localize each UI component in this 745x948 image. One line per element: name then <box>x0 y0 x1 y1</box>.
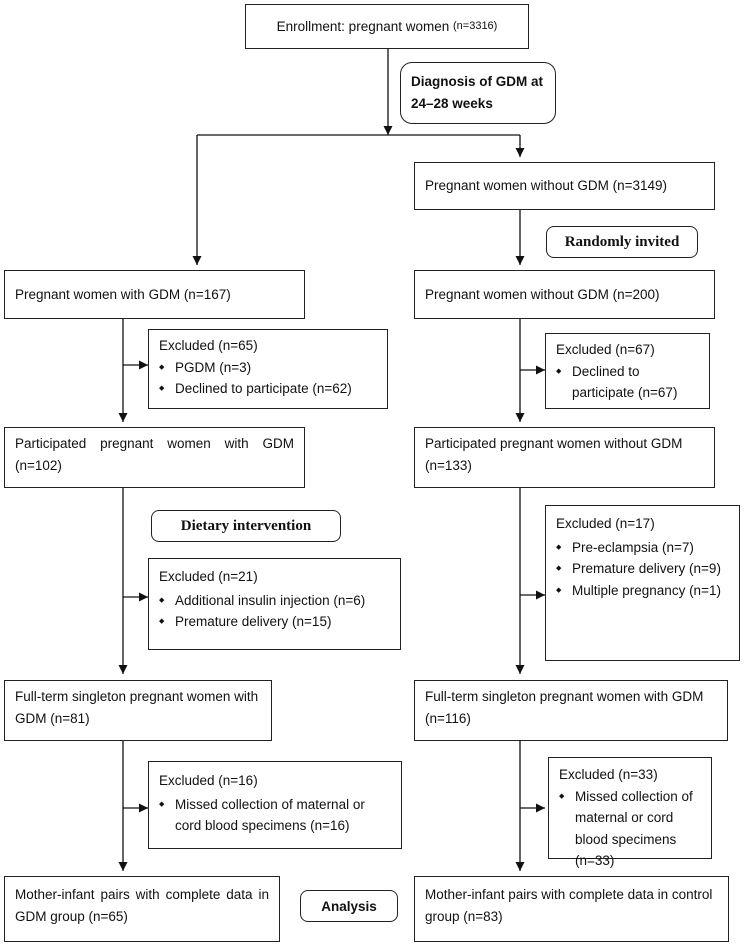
excluded-ctrl-1-title: Excluded (n=67) <box>556 342 655 357</box>
full-term-gdm-box: Full-term singleton pregnant women with … <box>4 680 272 741</box>
analysis-tag: Analysis <box>300 890 398 922</box>
excluded-gdm-1-box: Excluded (n=65) PGDM (n=3) Declined to p… <box>148 329 388 409</box>
excluded-gdm-3-title: Excluded (n=16) <box>159 773 258 788</box>
enrollment-n: (n=3316) <box>453 19 498 32</box>
randomly-invited-tag: Randomly invited <box>546 226 698 258</box>
excluded-gdm-2-title: Excluded (n=21) <box>159 569 258 584</box>
excluded-ctrl-3-item: Missed collection of maternal or cord bl… <box>559 786 701 872</box>
full-term-ctrl-label: Full-term singleton pregnant women with … <box>425 689 704 726</box>
pairs-ctrl-box: Mother-infant pairs with complete data i… <box>414 876 729 942</box>
participated-ctrl-box: Participated pregnant women without GDM … <box>414 427 715 488</box>
no-gdm-invited-label: Pregnant women without GDM (n=200) <box>425 286 660 302</box>
excluded-gdm-3-box: Excluded (n=16) Missed collection of mat… <box>148 761 402 849</box>
excluded-ctrl-2-box: Excluded (n=17) Pre-eclampsia (n=7) Prem… <box>545 505 740 661</box>
participated-ctrl-label: Participated pregnant women without GDM … <box>425 436 683 473</box>
diagnosis-tag: Diagnosis of GDM at 24–28 weeks <box>400 62 556 124</box>
pairs-gdm-label: Mother-infant pairs with complete data i… <box>15 887 269 924</box>
pairs-ctrl-label: Mother-infant pairs with complete data i… <box>425 887 713 924</box>
participated-gdm-label: Participated pregnant women with GDM (n=… <box>15 436 294 473</box>
no-gdm-all-label: Pregnant women without GDM (n=3149) <box>425 178 667 194</box>
no-gdm-invited-box: Pregnant women without GDM (n=200) <box>414 270 715 319</box>
excluded-gdm-3-item: Missed collection of maternal or cord bl… <box>159 794 391 837</box>
randomly-invited-label: Randomly invited <box>564 233 680 250</box>
dietary-intervention-label: Dietary intervention <box>180 517 312 534</box>
participated-gdm-box: Participated pregnant women with GDM (n=… <box>4 427 305 488</box>
gdm-box: Pregnant women with GDM (n=167) <box>4 270 305 319</box>
excluded-ctrl-2-item: Premature delivery (n=9) <box>556 558 729 580</box>
excluded-gdm-1-item: PGDM (n=3) <box>159 357 377 379</box>
excluded-ctrl-3-title: Excluded (n=33) <box>559 767 658 782</box>
enrollment-label: Enrollment: pregnant women <box>276 18 453 34</box>
diagnosis-label: Diagnosis of GDM at 24–28 weeks <box>411 74 544 111</box>
full-term-gdm-label: Full-term singleton pregnant women with … <box>15 689 259 726</box>
excluded-ctrl-1-item: Declined to participate (n=67) <box>556 361 699 404</box>
no-gdm-all-box: Pregnant women without GDM (n=3149) <box>414 162 715 210</box>
excluded-ctrl-2-title: Excluded (n=17) <box>556 516 655 531</box>
excluded-gdm-2-box: Excluded (n=21) Additional insulin injec… <box>148 558 401 650</box>
excluded-ctrl-2-item: Pre-eclampsia (n=7) <box>556 537 729 559</box>
dietary-intervention-tag: Dietary intervention <box>151 510 341 542</box>
pairs-gdm-box: Mother-infant pairs with complete data i… <box>4 876 280 942</box>
gdm-label: Pregnant women with GDM (n=167) <box>15 286 231 302</box>
excluded-ctrl-1-box: Excluded (n=67) Declined to participate … <box>545 333 710 409</box>
excluded-gdm-2-item: Premature delivery (n=15) <box>159 611 390 633</box>
full-term-ctrl-box: Full-term singleton pregnant women with … <box>414 680 728 741</box>
excluded-gdm-1-title: Excluded (n=65) <box>159 338 258 353</box>
excluded-ctrl-3-box: Excluded (n=33) Missed collection of mat… <box>548 757 712 868</box>
excluded-gdm-1-item: Declined to participate (n=62) <box>159 378 377 400</box>
excluded-ctrl-2-item: Multiple pregnancy (n=1) <box>556 580 729 602</box>
analysis-label: Analysis <box>321 898 377 914</box>
excluded-gdm-2-item: Additional insulin injection (n=6) <box>159 590 390 612</box>
enrollment-box: Enrollment: pregnant women (n=3316) <box>245 4 529 49</box>
